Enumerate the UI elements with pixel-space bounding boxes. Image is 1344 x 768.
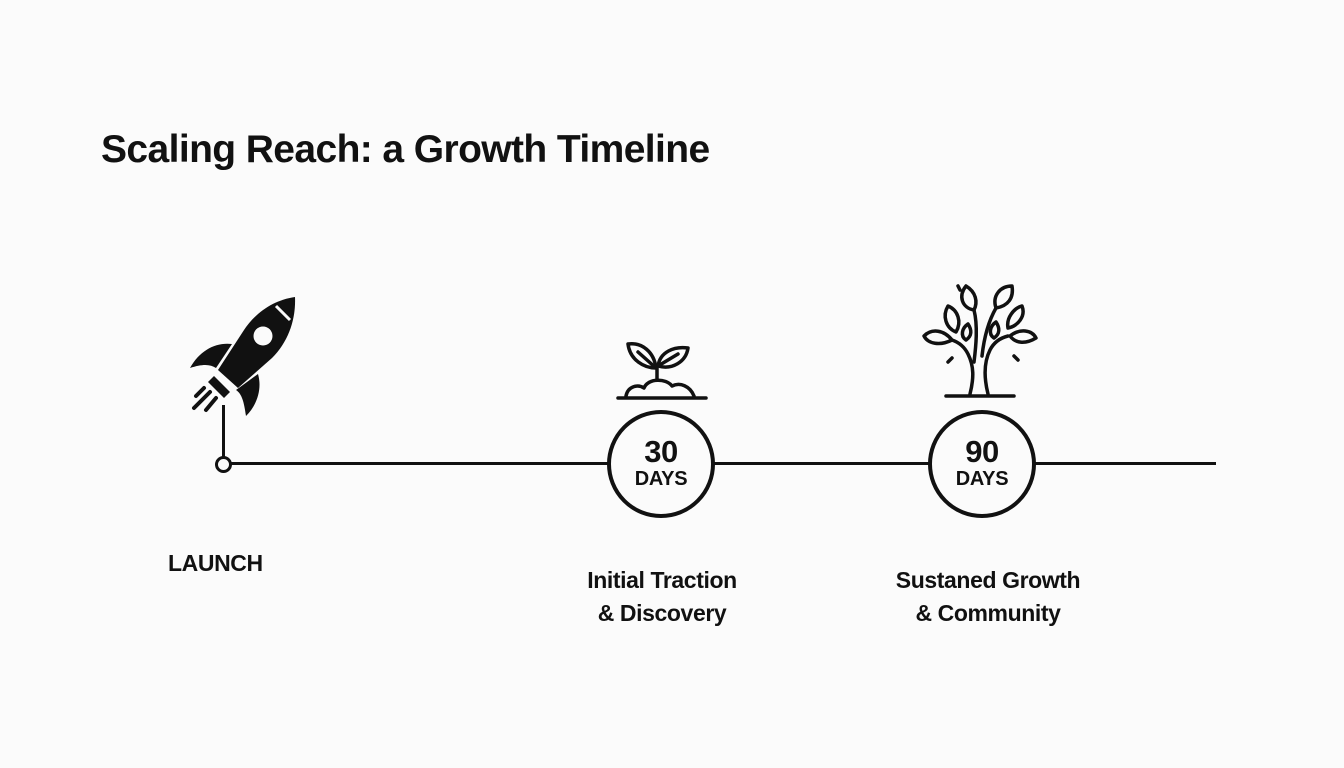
- milestone-unit: DAYS: [634, 468, 688, 490]
- milestone-label-line2: & Community: [915, 600, 1061, 626]
- launch-connector: [221, 405, 225, 457]
- sprout-icon: [616, 342, 708, 400]
- milestone-label-line1: Initial Traction: [587, 567, 737, 593]
- milestone-label: Initial Traction & Discovery: [562, 564, 762, 630]
- milestone-badge: 90 DAYS: [928, 410, 1036, 518]
- milestone-number: 30: [644, 434, 678, 469]
- milestone-number: 90: [965, 434, 999, 469]
- milestone-label-line2: & Discovery: [597, 600, 727, 626]
- milestone-unit: DAYS: [955, 468, 1009, 490]
- milestone-label: Sustaned Growth & Community: [878, 564, 1098, 630]
- rocket-icon: [190, 297, 296, 416]
- tree-icon: [922, 284, 1038, 398]
- timeline-axis-line: [224, 462, 1216, 465]
- milestone-badge: 30 DAYS: [607, 410, 715, 518]
- launch-node: [215, 456, 232, 473]
- milestone-label-line1: Sustaned Growth: [895, 567, 1081, 593]
- launch-label: LAUNCH: [168, 550, 263, 576]
- page-title: Scaling Reach: a Growth Timeline: [101, 128, 710, 171]
